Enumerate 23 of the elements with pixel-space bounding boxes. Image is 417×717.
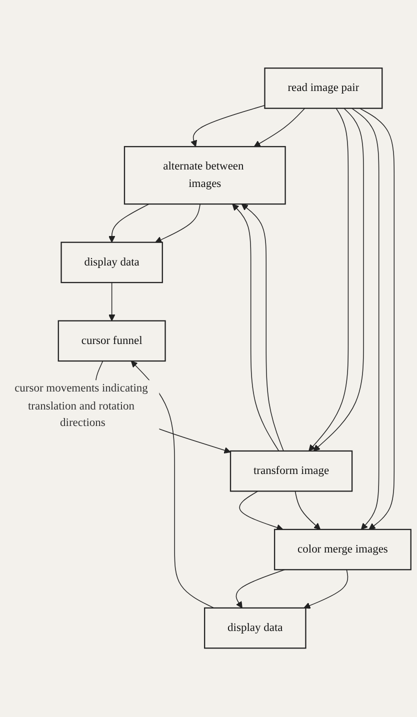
arrow (108, 204, 150, 243)
arrow (351, 108, 380, 530)
arrow (232, 204, 280, 452)
arrow (130, 361, 214, 609)
arrow (304, 570, 348, 610)
arrow (254, 108, 306, 148)
arrow (308, 108, 349, 452)
arrow (108, 282, 116, 322)
node-box: display data (204, 608, 306, 650)
arrow (155, 204, 200, 244)
node-box: color merge images (274, 529, 412, 571)
node-box: cursor funnel (58, 320, 166, 362)
arrow (190, 105, 266, 148)
node-box: read image pair (264, 68, 383, 110)
edge-label: cursor movements indicating translation and rotation directions (14, 382, 148, 430)
node-box: display data (60, 242, 163, 284)
arrow (241, 204, 284, 452)
arrow (359, 108, 395, 530)
arrow (239, 491, 284, 532)
arrow (294, 491, 321, 530)
node-box: alternate between images (124, 146, 286, 205)
node-box: transform image (230, 450, 353, 492)
arrow (313, 108, 364, 452)
